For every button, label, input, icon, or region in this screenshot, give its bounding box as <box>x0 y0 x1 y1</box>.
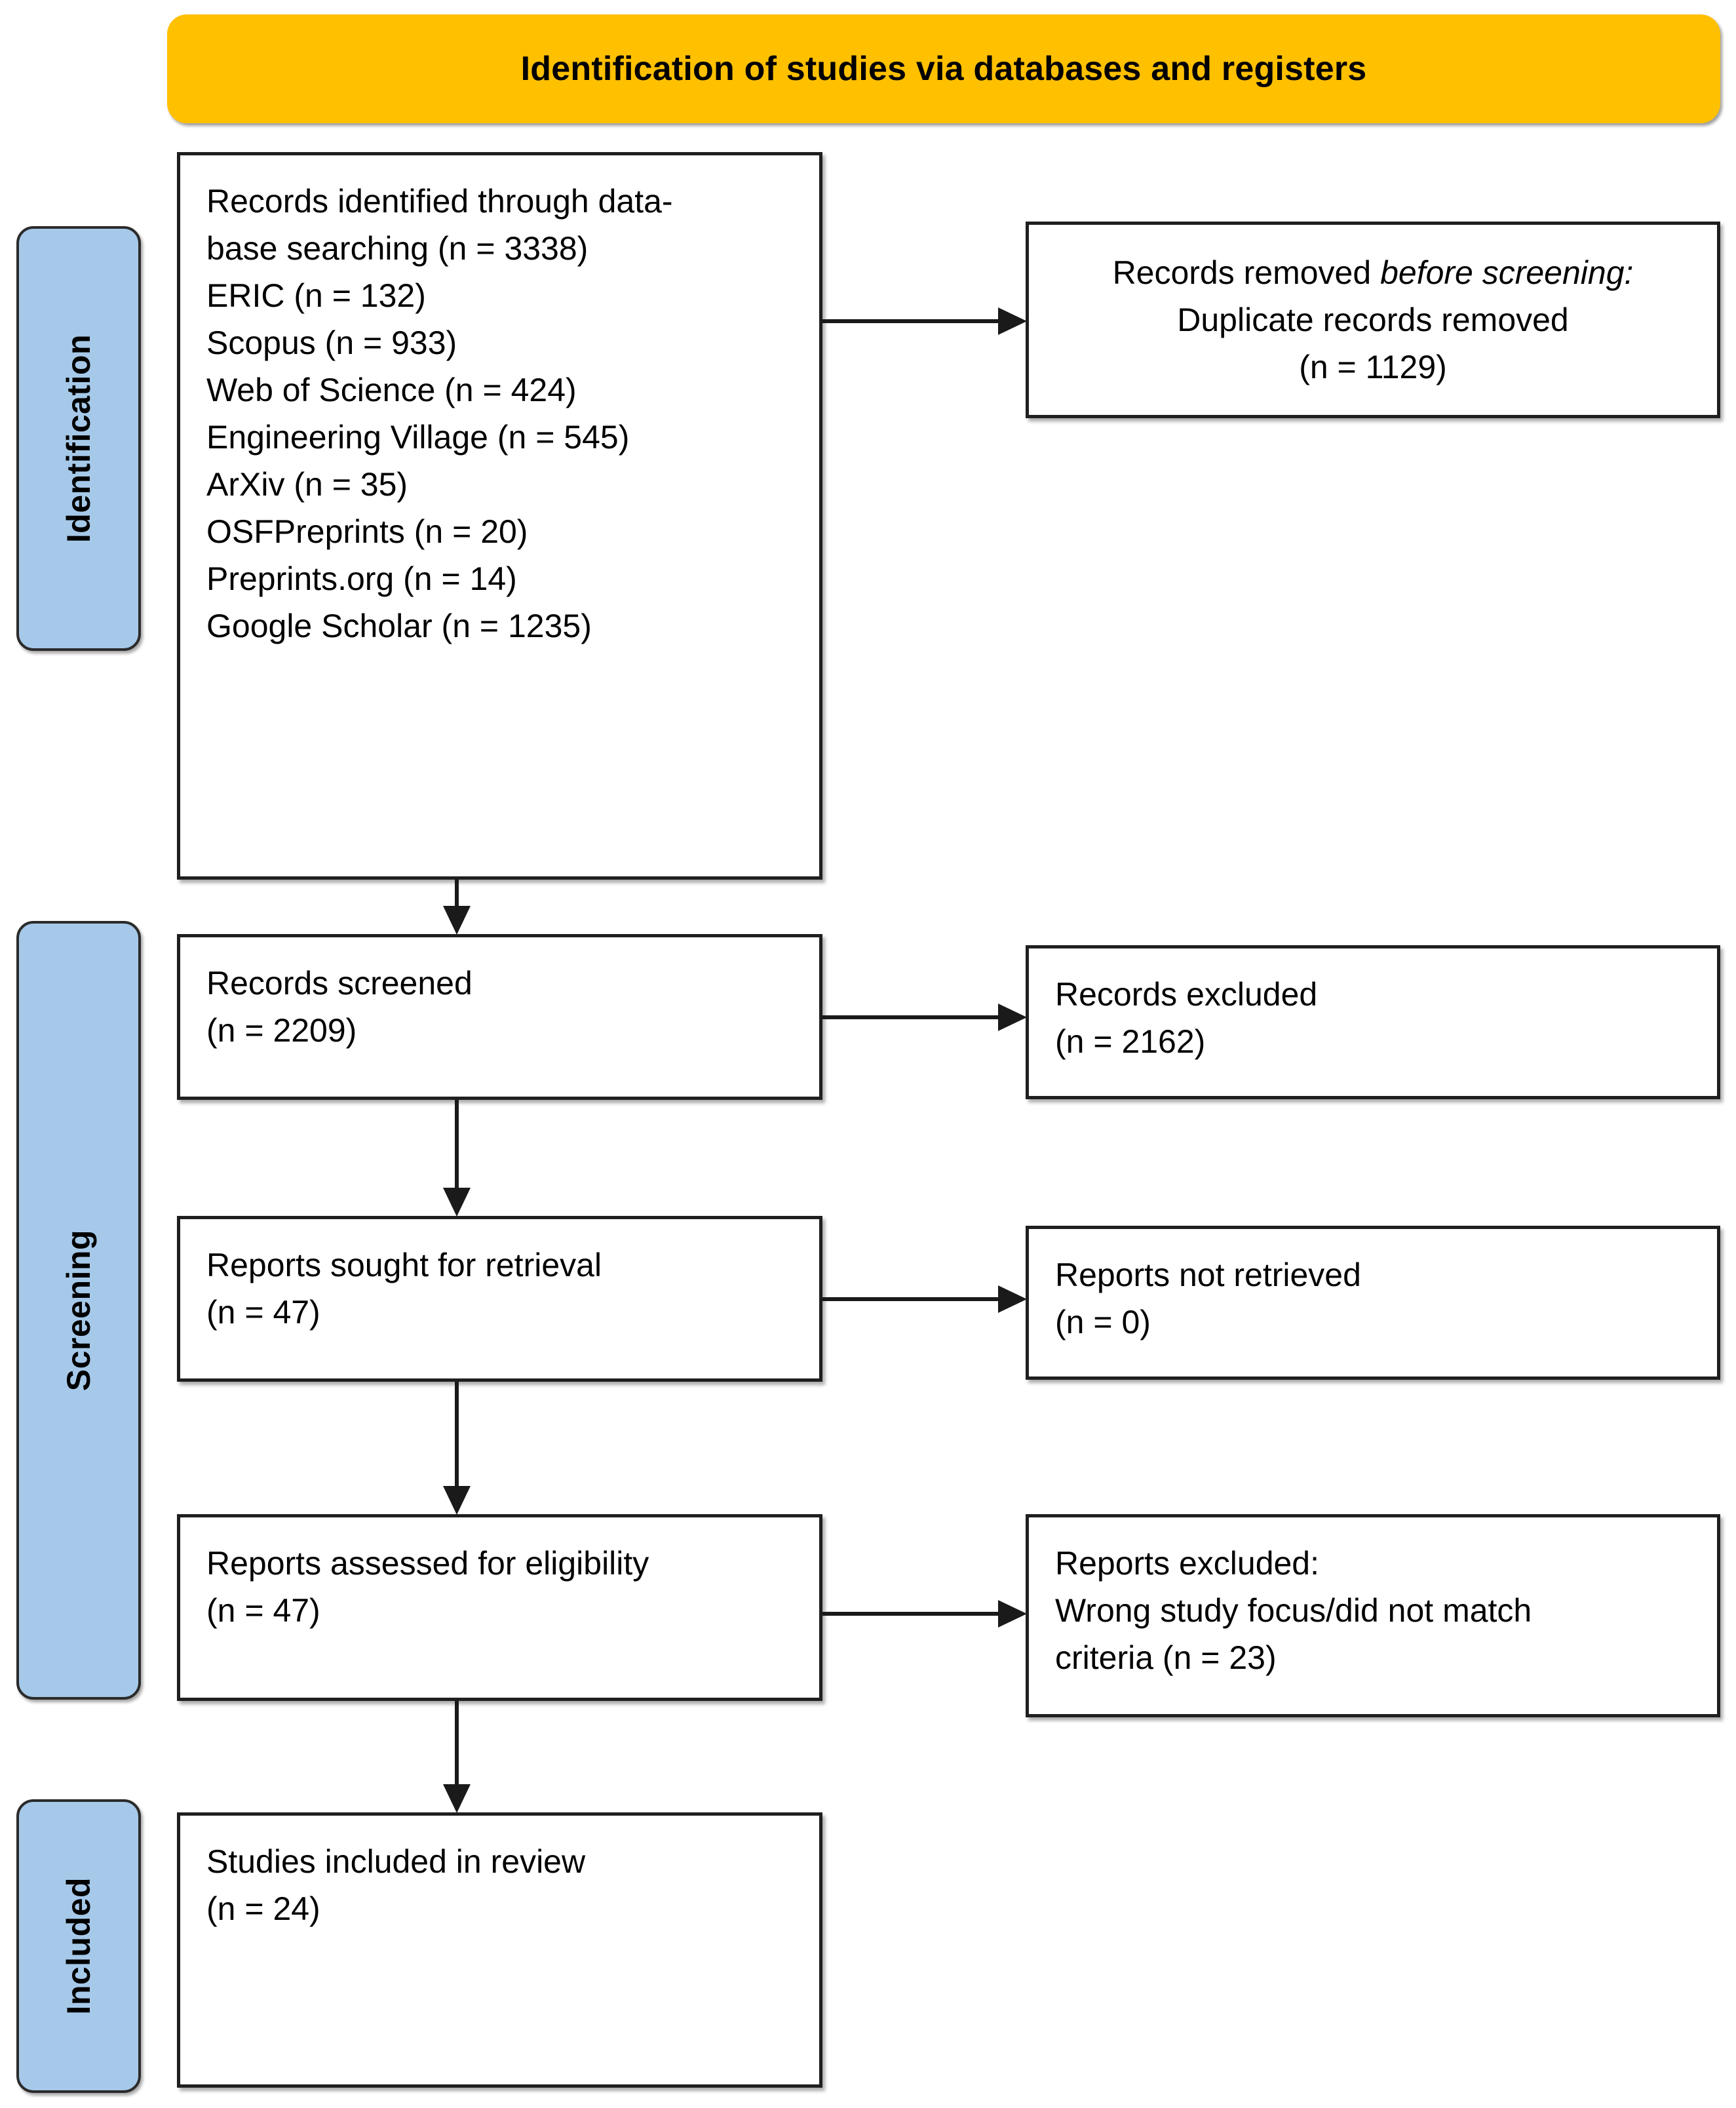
arrow-head-down-icon <box>443 1486 471 1515</box>
arrow-shaft <box>455 1100 459 1189</box>
node-line: OSFPreprints (n = 20) <box>206 513 528 550</box>
node-line: Web of Science (n = 424) <box>206 372 577 408</box>
arrow-head-right-icon <box>998 1285 1027 1313</box>
phase-label-screening: Screening <box>16 921 141 1700</box>
phase-label-identification-text: Identification <box>60 334 97 543</box>
node-line: Wrong study focus/did not match <box>1055 1592 1532 1629</box>
node-reports-sought: Reports sought for retrieval (n = 47) <box>177 1216 822 1382</box>
node-line: (n = 47) <box>206 1592 320 1629</box>
node-line: Scopus (n = 933) <box>206 324 457 361</box>
node-studies-included: Studies included in review (n = 24) <box>177 1812 822 2088</box>
arrow-head-down-icon <box>443 1188 471 1217</box>
node-line: criteria (n = 23) <box>1055 1639 1277 1676</box>
node-line: ERIC (n = 132) <box>206 277 426 314</box>
arrow-assessed-to-included <box>437 1701 476 1813</box>
node-line: (n = 24) <box>206 1890 320 1927</box>
node-line: (n = 1129) <box>1299 349 1447 385</box>
node-line: base searching (n = 3338) <box>206 230 588 267</box>
node-line: Reports sought for retrieval <box>206 1247 602 1283</box>
arrow-sought-to-not-retrieved <box>822 1285 1027 1314</box>
arrow-sought-to-assessed <box>437 1382 476 1515</box>
node-line: (n = 47) <box>206 1294 320 1331</box>
node-line: Preprints.org (n = 14) <box>206 560 517 597</box>
node-reports-not-retrieved: Reports not retrieved (n = 0) <box>1026 1226 1720 1380</box>
arrow-identified-to-screened <box>437 880 476 935</box>
node-line: Records screened <box>206 965 473 1002</box>
node-records-excluded: Records excluded (n = 2162) <box>1026 945 1720 1099</box>
arrow-screened-to-excluded <box>822 1003 1027 1032</box>
node-line: Records excluded <box>1055 976 1318 1013</box>
node-line: (n = 2162) <box>1055 1023 1206 1060</box>
node-line: Google Scholar (n = 1235) <box>206 608 592 644</box>
node-line: ArXiv (n = 35) <box>206 466 408 503</box>
node-line: Duplicate records removed <box>1177 302 1569 338</box>
node-records-identified: Records identified through data- base se… <box>177 152 822 880</box>
arrow-shaft <box>455 1382 459 1487</box>
node-reports-excluded: Reports excluded: Wrong study focus/did … <box>1026 1514 1720 1717</box>
arrow-head-down-icon <box>443 906 471 935</box>
arrow-shaft <box>455 1701 459 1786</box>
node-line-italic: before screening: <box>1380 254 1634 291</box>
arrow-shaft <box>822 1297 1001 1301</box>
node-line-plain: Records removed <box>1112 254 1381 291</box>
node-line: Studies included in review <box>206 1843 586 1880</box>
node-line: (n = 2209) <box>206 1012 357 1049</box>
phase-label-screening-text: Screening <box>60 1229 97 1392</box>
phase-label-identification: Identification <box>16 226 141 651</box>
arrow-head-right-icon <box>998 1600 1027 1628</box>
arrow-head-right-icon <box>998 307 1027 335</box>
arrow-identified-to-removed <box>822 307 1027 336</box>
node-line: Reports not retrieved <box>1055 1257 1361 1293</box>
arrow-shaft <box>822 319 1001 323</box>
arrow-shaft <box>822 1015 1001 1019</box>
arrow-shaft <box>455 880 459 908</box>
node-line: Reports assessed for eligibility <box>206 1545 649 1582</box>
node-records-removed: Records removed before screening: Duplic… <box>1026 222 1720 418</box>
arrow-assessed-to-reports-excluded <box>822 1599 1027 1628</box>
phase-label-included-text: Included <box>60 1877 97 2015</box>
node-line: Records removed before screening: <box>1055 249 1691 296</box>
node-records-screened: Records screened (n = 2209) <box>177 934 822 1100</box>
arrow-screened-to-sought <box>437 1100 476 1217</box>
arrow-head-right-icon <box>998 1004 1027 1031</box>
node-reports-assessed: Reports assessed for eligibility (n = 47… <box>177 1514 822 1701</box>
arrow-head-down-icon <box>443 1784 471 1813</box>
diagram-header-banner: Identification of studies via databases … <box>167 14 1720 123</box>
phase-label-included: Included <box>16 1799 141 2093</box>
diagram-title: Identification of studies via databases … <box>520 50 1367 88</box>
node-line: Reports excluded: <box>1055 1545 1320 1582</box>
node-line: Records identified through data- <box>206 183 673 220</box>
node-line: Engineering Village (n = 545) <box>206 419 630 456</box>
node-line: (n = 0) <box>1055 1304 1151 1340</box>
arrow-shaft <box>822 1612 1001 1616</box>
